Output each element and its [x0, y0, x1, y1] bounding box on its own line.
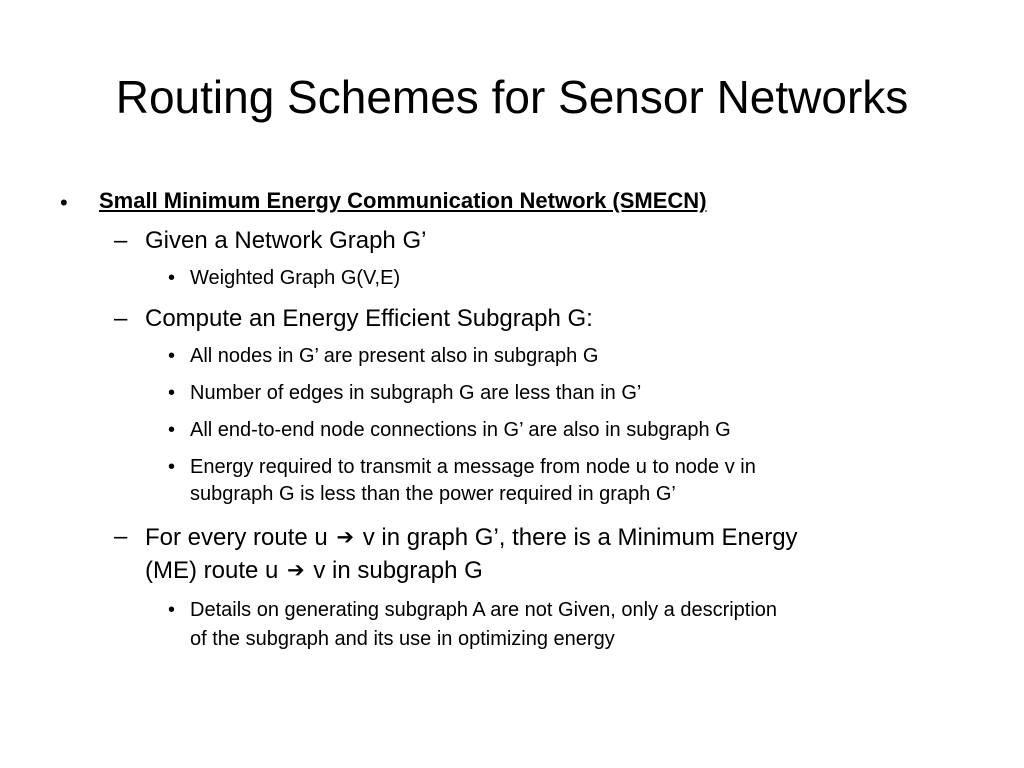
level2-dash: –	[114, 523, 128, 550]
route-item-line1: For every route u ➔ v in graph G’, there…	[145, 522, 798, 553]
right-arrow-icon: ➔	[287, 558, 305, 582]
list-item: Compute an Energy Efficient Subgraph G:	[145, 305, 593, 332]
section-heading: Small Minimum Energy Communication Netwo…	[99, 188, 707, 213]
list-item-line2: of the subgraph and its use in optimizin…	[190, 628, 615, 650]
list-item-line1: Details on generating subgraph A are not…	[190, 599, 778, 621]
level3-bullet: •	[168, 456, 176, 478]
route-text: v in graph G’, there is a Minimum Energy	[362, 524, 798, 551]
list-item: Weighted Graph G(V,E)	[190, 267, 401, 289]
level3-bullet: •	[168, 419, 176, 441]
level1-bullet: •	[60, 190, 68, 215]
route-item-line2: (ME) route u ➔ v in subgraph G	[145, 555, 483, 586]
level3-bullet: •	[168, 599, 176, 621]
route-text: (ME) route u	[145, 557, 279, 584]
list-item: Given a Network Graph G’	[145, 227, 427, 254]
list-item: Number of edges in subgraph G are less t…	[190, 382, 642, 404]
route-text: v in subgraph G	[313, 557, 483, 584]
level3-bullet: •	[168, 382, 176, 404]
route-text: For every route u	[145, 524, 328, 551]
list-item-line1: Energy required to transmit a message fr…	[190, 456, 756, 478]
level2-dash: –	[114, 227, 128, 254]
level3-bullet: •	[168, 267, 176, 289]
right-arrow-icon: ➔	[336, 525, 355, 549]
list-item: All end-to-end node connections in G’ ar…	[190, 419, 731, 441]
level2-dash: –	[114, 305, 128, 332]
slide-title: Routing Schemes for Sensor Networks	[115, 71, 909, 123]
list-item-line2: subgraph G is less than the power requir…	[190, 483, 676, 505]
level3-bullet: •	[168, 345, 176, 367]
list-item: All nodes in G’ are present also in subg…	[190, 345, 599, 367]
